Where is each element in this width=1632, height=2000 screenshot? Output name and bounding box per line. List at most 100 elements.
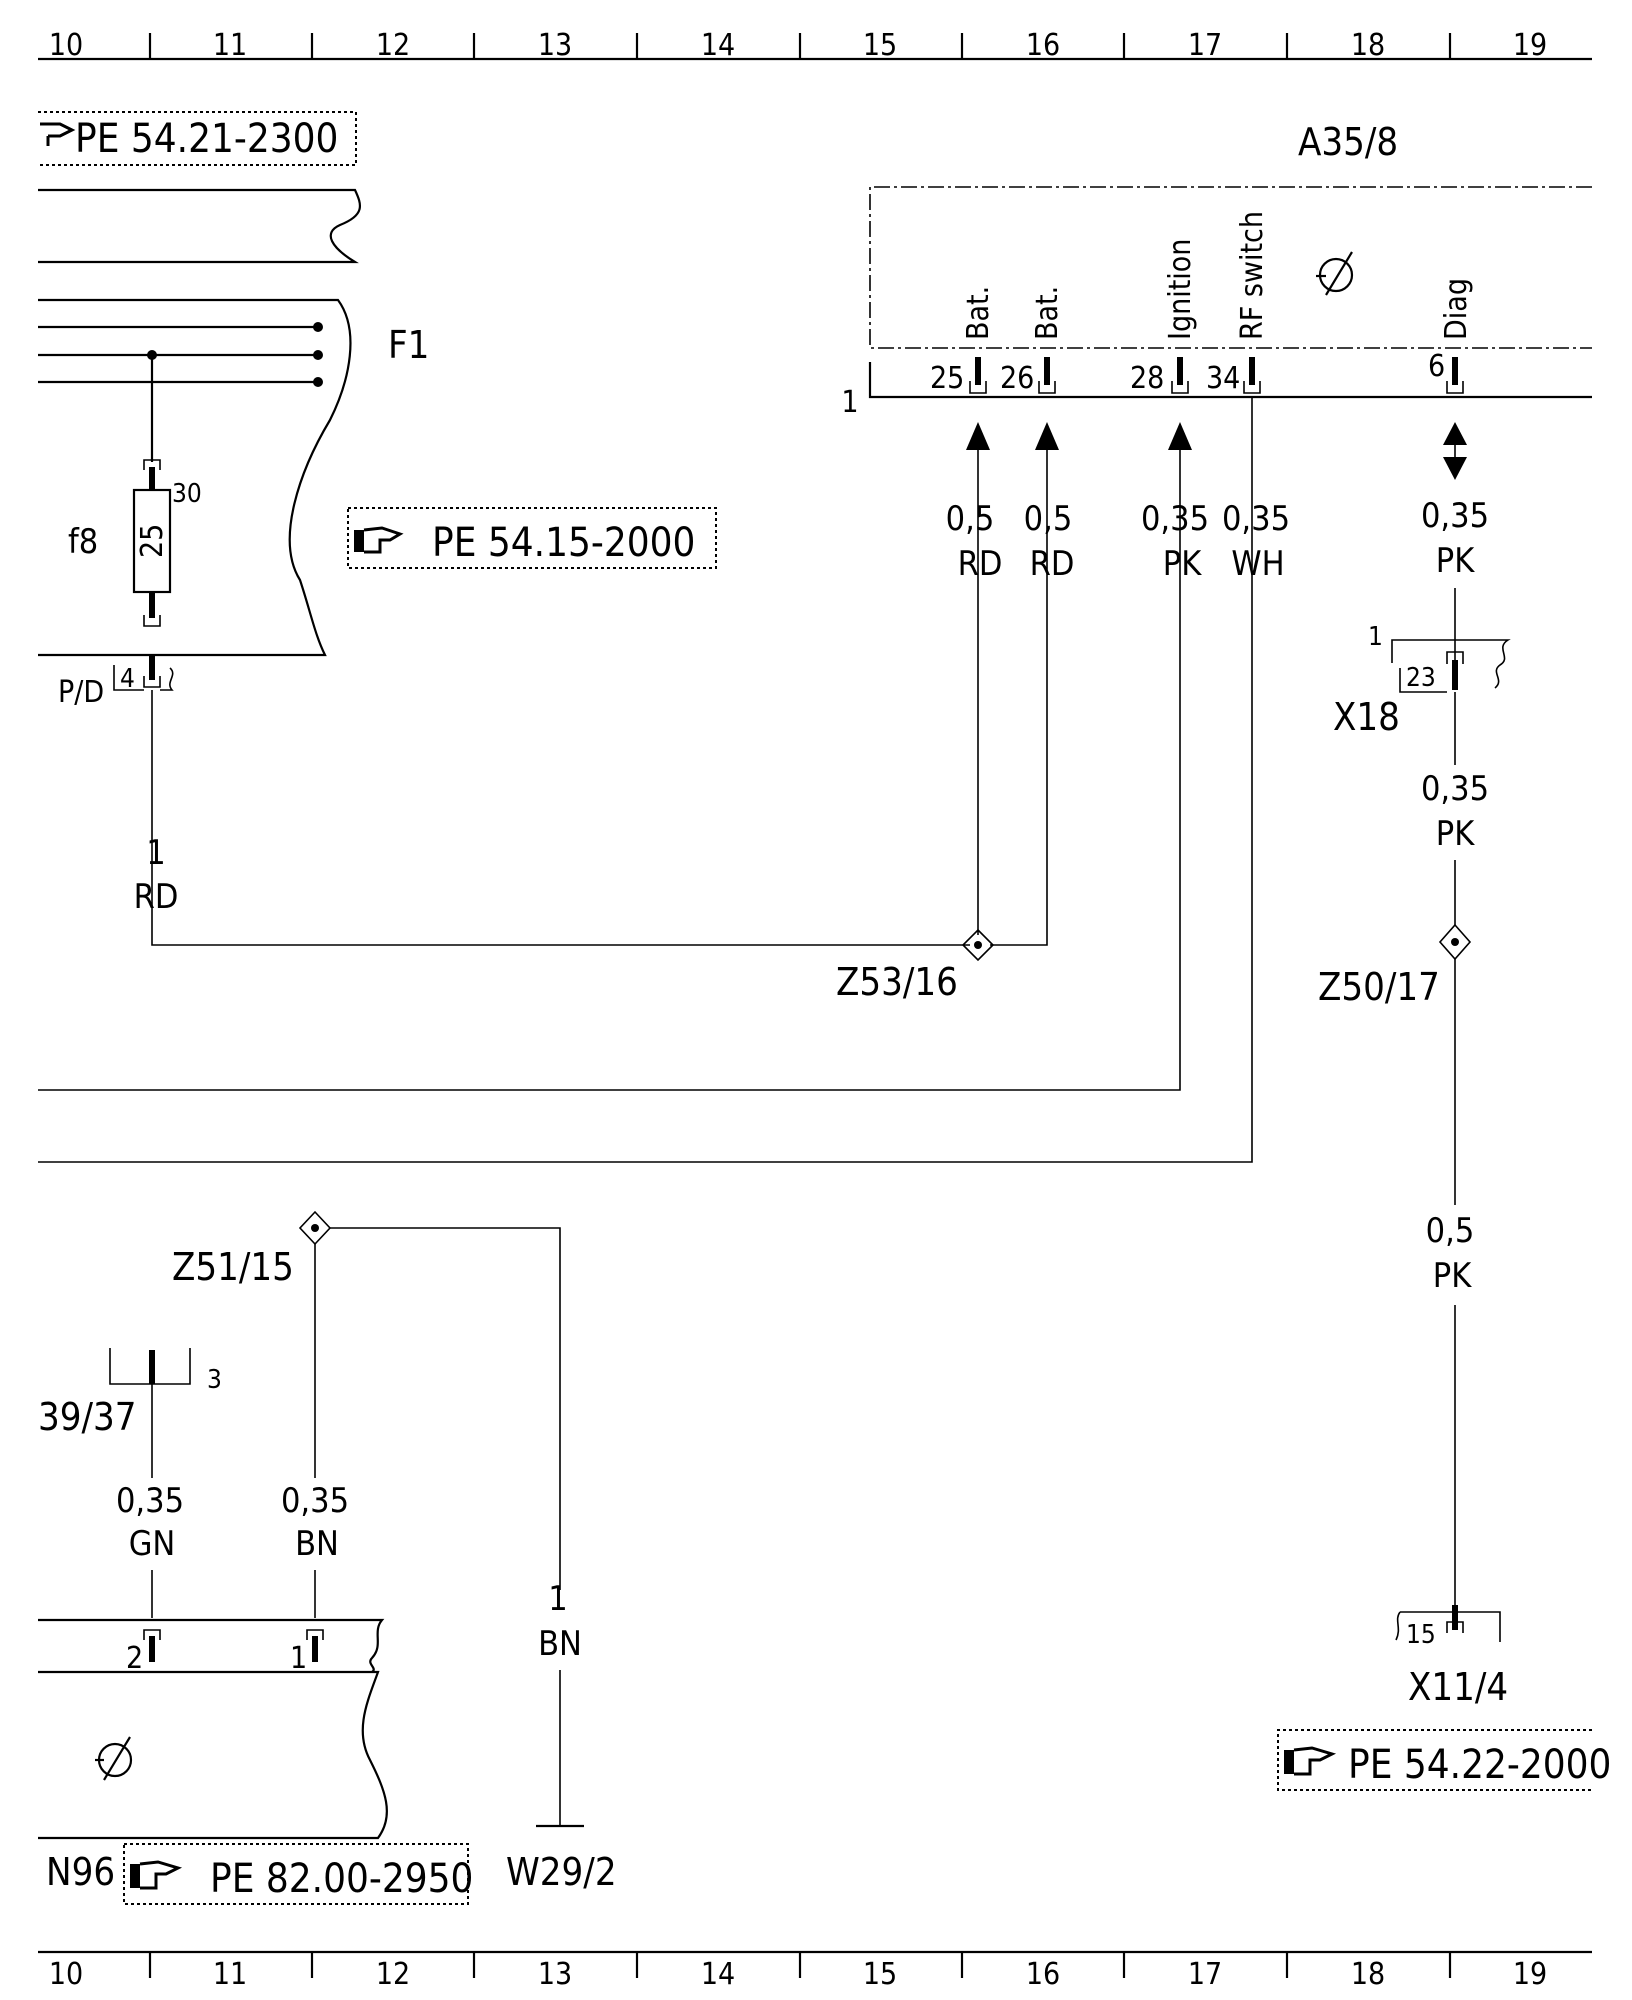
reference-box-top-left: PE 54.21-2300 [38, 111, 357, 166]
wire-size: 1 [548, 1579, 567, 1619]
reference-box-n96: PE 82.00-2950 [123, 1843, 473, 1905]
module-n96: 2 1 N96 [38, 1618, 388, 1894]
wire-color: BN [295, 1524, 339, 1564]
wire-color: PK [1433, 1256, 1472, 1296]
wire-bat2: 0,5 RD [990, 422, 1074, 946]
component-label: A35/8 [1298, 120, 1398, 164]
wire-size: 0,5 [1426, 1211, 1475, 1251]
pointing-hand-icon [354, 526, 404, 554]
module-symbol-icon [1316, 251, 1354, 296]
fuse-label: f8 [68, 522, 98, 562]
pin-6-diag: Diag 6 [1428, 278, 1474, 394]
pointing-hand-icon [1284, 1746, 1337, 1776]
wire-color: RD [134, 877, 179, 917]
pin-function: Diag [1439, 278, 1474, 340]
grid-label: 14 [701, 1957, 735, 1992]
grid-label: 15 [863, 1957, 897, 1992]
component-label: N96 [46, 1850, 115, 1894]
grid-label: 11 [213, 1957, 247, 1992]
wire-ignition: 0,35 PK [38, 422, 1209, 1091]
wire-size: 0,35 [1222, 499, 1290, 539]
wire-size: 0,35 [1421, 496, 1489, 536]
splice-z51-15: Z51/15 [172, 1210, 332, 1289]
grid-ruler-bottom: 10 11 12 13 14 15 16 17 18 19 [38, 1950, 1592, 1992]
reference-box-x11: PE 54.22-2000 [1277, 1729, 1611, 1791]
pin-function: Bat. [1030, 286, 1065, 340]
pointing-hand-icon [130, 1860, 183, 1890]
connector-pd: 4 P/D [58, 655, 174, 710]
wire-size: 0,35 [1141, 499, 1209, 539]
wire-color: GN [129, 1524, 176, 1564]
pin-reference: 1 [1368, 622, 1383, 652]
fuse-box-f1: F1 [38, 188, 429, 657]
connector-x11-4: 15 X11/4 [1395, 1605, 1508, 1709]
pin-number: 1 [290, 1641, 307, 1676]
reference-code: PE 54.15-2000 [432, 520, 695, 566]
wire-size: 0,35 [116, 1481, 184, 1521]
pin-function: RF switch [1235, 211, 1270, 340]
splice-z53-16: Z53/16 [836, 928, 995, 1004]
pin-number: 4 [120, 664, 135, 694]
grid-label: 17 [1188, 28, 1222, 63]
pin-number: 23 [1406, 663, 1436, 693]
ground-label: W29/2 [506, 1850, 617, 1894]
component-label: F1 [388, 323, 429, 367]
wire-diag-2: 0,35 PK [1421, 692, 1489, 925]
wire-bn: 0,35 BN [281, 1244, 349, 1618]
pin-function: Ignition [1163, 239, 1198, 340]
wire-size: 0,5 [946, 499, 995, 539]
pin-number: 2 [126, 1641, 143, 1676]
grid-label: 16 [1026, 28, 1060, 63]
wire-bat1: 0,5 RD [946, 422, 1003, 935]
pin-number: 34 [1206, 361, 1240, 396]
grid-label: 19 [1513, 28, 1547, 63]
wire-color: PK [1436, 541, 1475, 581]
fuse-rating: 25 [135, 524, 170, 558]
pin-26-bat: Bat. 26 [1000, 286, 1065, 396]
wire-color: PK [1436, 814, 1475, 854]
wire-size: 0,35 [1421, 769, 1489, 809]
pin-number: 28 [1130, 361, 1164, 396]
pin-28-ignition: Ignition 28 [1130, 239, 1198, 396]
pointing-hand-icon [40, 122, 76, 146]
pin-number: 6 [1428, 349, 1445, 384]
pin-number: 15 [1406, 1620, 1436, 1650]
pin-label: 30 [172, 479, 202, 509]
reference-code: PE 54.22-2000 [1348, 1742, 1611, 1788]
grid-label: 16 [1026, 1957, 1060, 1992]
wire-feed-rd: 1 RD [134, 690, 970, 946]
connector-label: P/D [58, 675, 104, 710]
reference-code: PE 54.21-2300 [75, 116, 338, 162]
wire-rf-switch: 0,35 WH [38, 397, 1290, 1163]
grid-label: 14 [701, 28, 735, 63]
grid-label: 15 [863, 28, 897, 63]
fuse-f8: 25 f8 30 [68, 355, 202, 627]
pin-34-rf-switch: RF switch 34 [1206, 211, 1270, 396]
grid-label: 12 [376, 1957, 410, 1992]
grid-label: 18 [1351, 28, 1385, 63]
connector-label: X18 [1333, 695, 1400, 739]
grid-label: 19 [1513, 1957, 1547, 1992]
grid-label: 12 [376, 28, 410, 63]
pin-reference: 1 [841, 385, 858, 420]
wire-color: WH [1231, 544, 1284, 584]
connector-label: 39/37 [38, 1395, 137, 1439]
connector-39-37: 3 39/37 [38, 1348, 222, 1439]
grid-label: 18 [1351, 1957, 1385, 1992]
wire-color: RD [958, 544, 1003, 584]
wire-color: PK [1163, 544, 1202, 584]
grid-label: 17 [1188, 1957, 1222, 1992]
pin-number: 3 [207, 1365, 222, 1395]
wire-size: 1 [146, 833, 165, 873]
reference-box-f1: PE 54.15-2000 [347, 507, 717, 569]
splice-label: Z50/17 [1318, 965, 1440, 1009]
grid-label: 13 [538, 28, 572, 63]
grid-label: 11 [213, 28, 247, 63]
pin-25-bat: Bat. 25 [930, 286, 996, 396]
connector-label: X11/4 [1408, 1665, 1508, 1709]
wire-size: 0,5 [1024, 499, 1073, 539]
connector-x18: 23 1 X18 [1333, 622, 1511, 739]
grid-ruler-top: 10 11 12 13 14 15 16 17 18 19 [38, 28, 1592, 63]
reference-code: PE 82.00-2950 [210, 1856, 473, 1902]
